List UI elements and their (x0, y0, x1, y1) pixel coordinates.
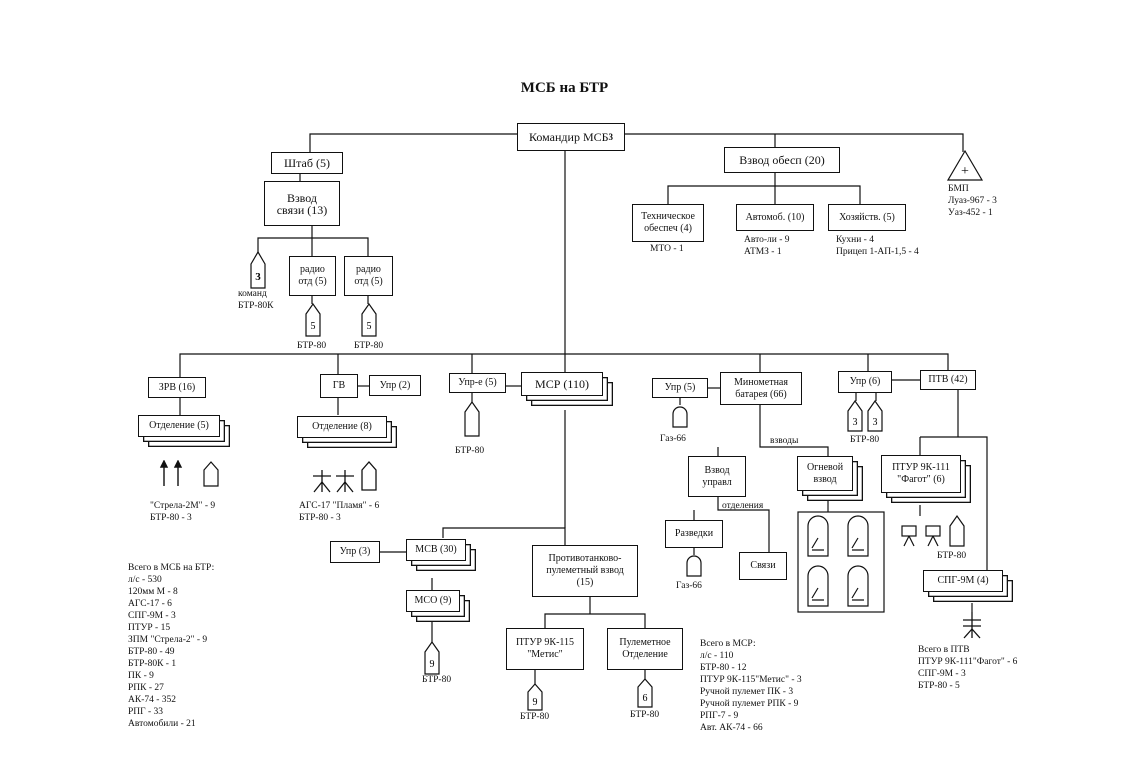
ptv-control-caption: БТР-80 (850, 435, 880, 445)
radio-1-vehicle-icon: 5 (305, 302, 321, 337)
comms-section-box[interactable]: Связи (739, 552, 787, 580)
radio-section-1-box[interactable]: радио отд (5) (289, 256, 336, 296)
mso-box[interactable]: МСО (9) (406, 590, 460, 612)
radio-1-vehicle-count: 5 (311, 321, 316, 332)
mg-vehicle-caption: БТР-80 (630, 710, 660, 720)
mortar-control-caption: Газ-66 (660, 434, 686, 444)
ags17-icon (313, 461, 377, 493)
mso-vehicle-count: 9 (430, 659, 435, 670)
household-section-box[interactable]: Хозяйств. (5) (828, 204, 906, 231)
radio-1-vehicle-caption: БТР-80 (297, 341, 327, 351)
gv-control-box[interactable]: Упр (2) (369, 375, 421, 396)
control-platoon-box[interactable]: Взвод управл (688, 456, 746, 497)
tech-support-box[interactable]: Техническое обеспеч (4) (632, 204, 704, 242)
bmp-caption: БМП Луаз-967 - 3 Уаз-452 - 1 (948, 184, 997, 218)
ptv-control-box[interactable]: Упр (6) (838, 371, 892, 393)
ptv-control-vehicles-icon: 3 3 (847, 399, 883, 432)
gv-caption: АГС-17 "Пламя" - 6 БТР-80 - 3 (299, 501, 380, 523)
tech-support-caption: МТО - 1 (650, 244, 684, 254)
mso-vehicle-caption: БТР-80 (422, 675, 452, 685)
fagot-launchers-icon (901, 514, 965, 547)
mortar-guns-icon (797, 511, 885, 613)
control-5-caption: БТР-80 (455, 446, 485, 456)
command-vehicle-caption: команд БТР-80К (238, 289, 274, 311)
sections-label: отделения (722, 501, 764, 511)
mortar-platoons-label: взводы (770, 436, 799, 446)
mso-vehicle-icon: 9 (424, 640, 440, 675)
msv-box[interactable]: МСВ (30) (406, 539, 466, 561)
at-mg-platoon-box[interactable]: Противотанково- пулеметный взвод (15) (532, 545, 638, 597)
recon-section-box[interactable]: Разведки (665, 520, 723, 548)
auto-section-caption: Авто-ли - 9 АТМЗ - 1 (744, 235, 790, 257)
atgm-fagot-box[interactable]: ПТУР 9К-111 "Фагот" (6) (881, 455, 961, 493)
support-platoon-box[interactable]: Взвод обесп (20) (724, 147, 840, 173)
msr-box[interactable]: МСР (110) (521, 372, 603, 396)
mortar-battery-box[interactable]: Минометная батарея (66) (720, 372, 802, 405)
metis-vehicle-icon: 9 (527, 683, 543, 711)
zrv-btr-icon (203, 461, 219, 487)
ptv-box[interactable]: ПТВ (42) (920, 370, 976, 390)
zrv-box[interactable]: ЗРВ (16) (148, 377, 206, 398)
page-title: МСБ на БТР (520, 80, 609, 96)
signal-platoon-box[interactable]: Взвод связи (13) (264, 181, 340, 226)
metis-box[interactable]: ПТУР 9К-115 "Метис" (506, 628, 584, 670)
bmp-label: + (961, 164, 969, 179)
household-section-caption: Кухни - 4 Прицеп 1-АП-1,5 - 4 (836, 235, 919, 257)
ptv-control-count-2: 3 (873, 417, 878, 428)
strela-launcher-icon (159, 460, 219, 487)
control-5-box[interactable]: Упр-е (5) (449, 373, 506, 393)
radio-2-vehicle-count: 5 (367, 321, 372, 332)
radio-2-vehicle-icon: 5 (361, 302, 377, 337)
auto-section-box[interactable]: Автомоб. (10) (736, 204, 814, 231)
recon-caption: Газ-66 (676, 581, 702, 591)
command-vehicle-count: 3 (255, 271, 261, 283)
metis-vehicle-count: 9 (533, 697, 538, 708)
zrv-caption: "Стрела-2М" - 9 БТР-80 - 3 (150, 501, 216, 523)
mortar-control-box[interactable]: Упр (5) (652, 378, 708, 398)
mg-vehicle-count: 6 (643, 693, 648, 704)
radio-section-2-box[interactable]: радио отд (5) (344, 256, 393, 296)
spg9-box[interactable]: СПГ-9М (4) (923, 570, 1003, 592)
ptv-control-count-1: 3 (853, 417, 858, 428)
msr-control-box[interactable]: Упр (3) (330, 541, 380, 563)
radio-2-vehicle-caption: БТР-80 (354, 341, 384, 351)
atgm-fagot-caption: БТР-80 (937, 551, 967, 561)
mg-vehicle-icon: 6 (637, 678, 653, 708)
gaz66-icon (672, 406, 688, 428)
msb-totals: Всего в МСБ на БТР: л/с - 530 120мм М - … (128, 563, 215, 729)
gv-box[interactable]: ГВ (320, 374, 358, 398)
control-5-vehicle-icon (464, 400, 480, 437)
msr-totals: Всего в МСР: л/с - 110 БТР-80 - 12 ПТУР … (700, 639, 802, 733)
bmp-triangle-icon: + (946, 149, 984, 181)
command-vehicle-icon: 3 (250, 250, 266, 289)
staff-box[interactable]: Штаб (5) (271, 152, 343, 174)
commander-sup: 3 (608, 132, 614, 142)
metis-vehicle-caption: БТР-80 (520, 712, 550, 722)
zrv-squad-box[interactable]: Отделение (5) (138, 415, 220, 437)
mg-section-box[interactable]: Пулеметное Отделение (607, 628, 683, 670)
spg9-icon (963, 612, 981, 639)
gv-squad-box[interactable]: Отделение (8) (297, 416, 387, 438)
commander-label: Командир МСБ (528, 130, 609, 144)
fire-platoon-box[interactable]: Огневой взвод (797, 456, 853, 491)
recon-gaz66-icon (686, 555, 702, 577)
ptv-totals: Всего в ПТВ ПТУР 9К-111"Фагот" - 6 СПГ-9… (918, 645, 1018, 691)
